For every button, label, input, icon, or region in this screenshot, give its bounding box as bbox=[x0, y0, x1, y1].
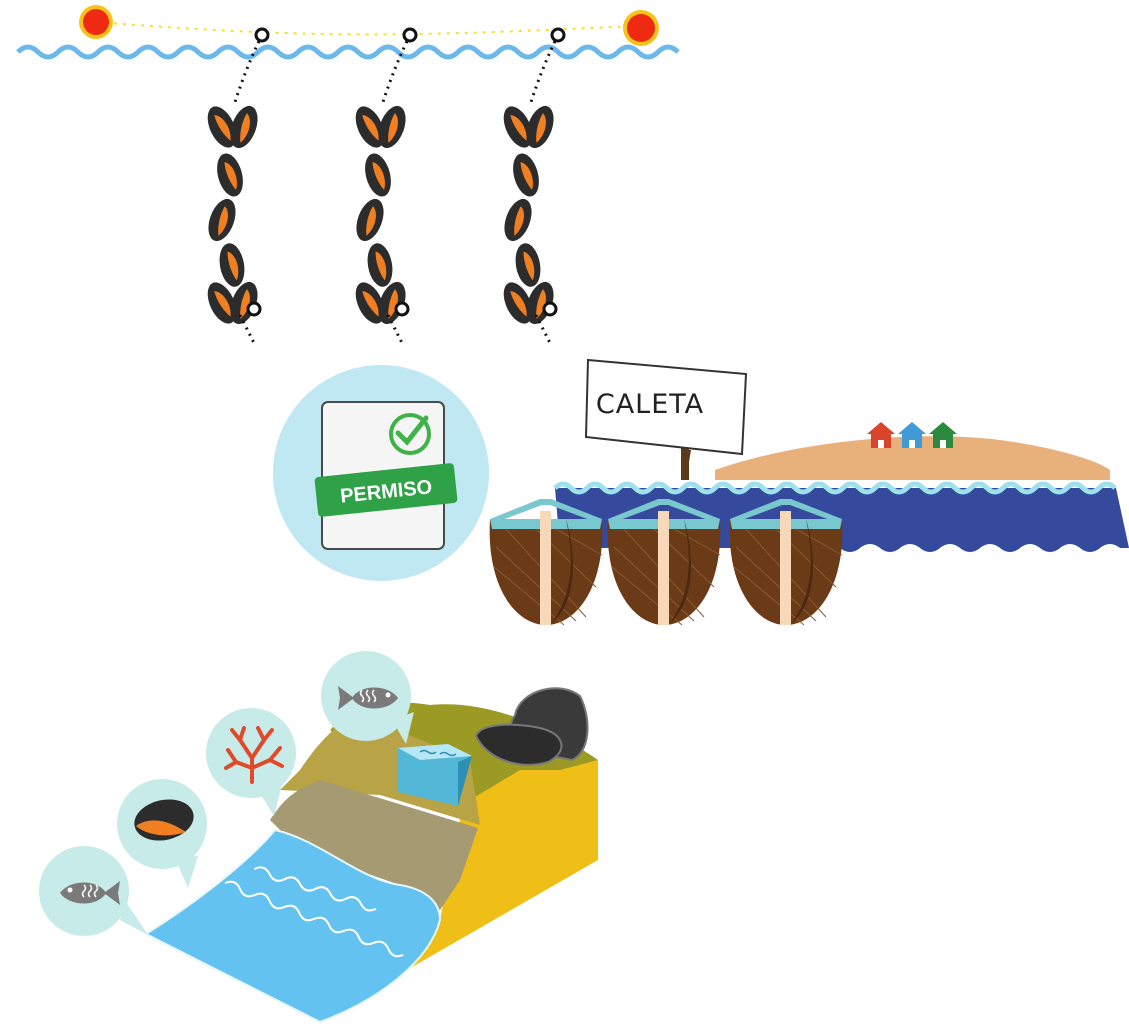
sea-foam bbox=[553, 481, 1117, 495]
house-icon bbox=[929, 422, 957, 448]
mussel-icon bbox=[134, 799, 194, 841]
bubble-fish-upland bbox=[321, 651, 414, 744]
house-icon bbox=[898, 422, 926, 448]
shallow-water bbox=[143, 828, 442, 1024]
rock-formation bbox=[474, 687, 589, 766]
water-ripple bbox=[253, 866, 377, 912]
bubble-mussel bbox=[117, 779, 207, 888]
coral-icon bbox=[224, 726, 284, 784]
boat bbox=[729, 498, 843, 626]
check-circle-icon bbox=[389, 413, 431, 455]
mussel-longline bbox=[16, 5, 680, 343]
cove-scene: CALETA bbox=[489, 358, 1129, 626]
mussel-rope-1 bbox=[202, 27, 270, 343]
mussel-rope-3 bbox=[498, 27, 566, 343]
bubble-fish-shore bbox=[39, 846, 148, 936]
house-icon bbox=[867, 422, 895, 448]
sand-shore bbox=[715, 436, 1110, 480]
bubble-coral bbox=[206, 708, 296, 816]
float-line bbox=[95, 21, 641, 36]
water-tank bbox=[398, 744, 472, 806]
caleta-sign: CALETA bbox=[584, 358, 748, 480]
sea-surface-wave bbox=[16, 44, 680, 60]
boat bbox=[607, 498, 721, 626]
water-ripple bbox=[224, 880, 404, 958]
coastal-zones bbox=[39, 651, 598, 1024]
khaki-band bbox=[270, 780, 478, 910]
permit-stamp bbox=[314, 463, 458, 517]
mussel-rope-2 bbox=[350, 27, 418, 343]
float-buoy-left bbox=[79, 5, 113, 39]
float-buoy-right bbox=[623, 10, 659, 46]
sign-label: CALETA bbox=[596, 389, 704, 420]
sign-board bbox=[584, 358, 748, 456]
permit-badge: PERMISO bbox=[273, 365, 489, 581]
boat bbox=[489, 498, 603, 626]
ground-cliff-yellow bbox=[320, 750, 598, 1020]
